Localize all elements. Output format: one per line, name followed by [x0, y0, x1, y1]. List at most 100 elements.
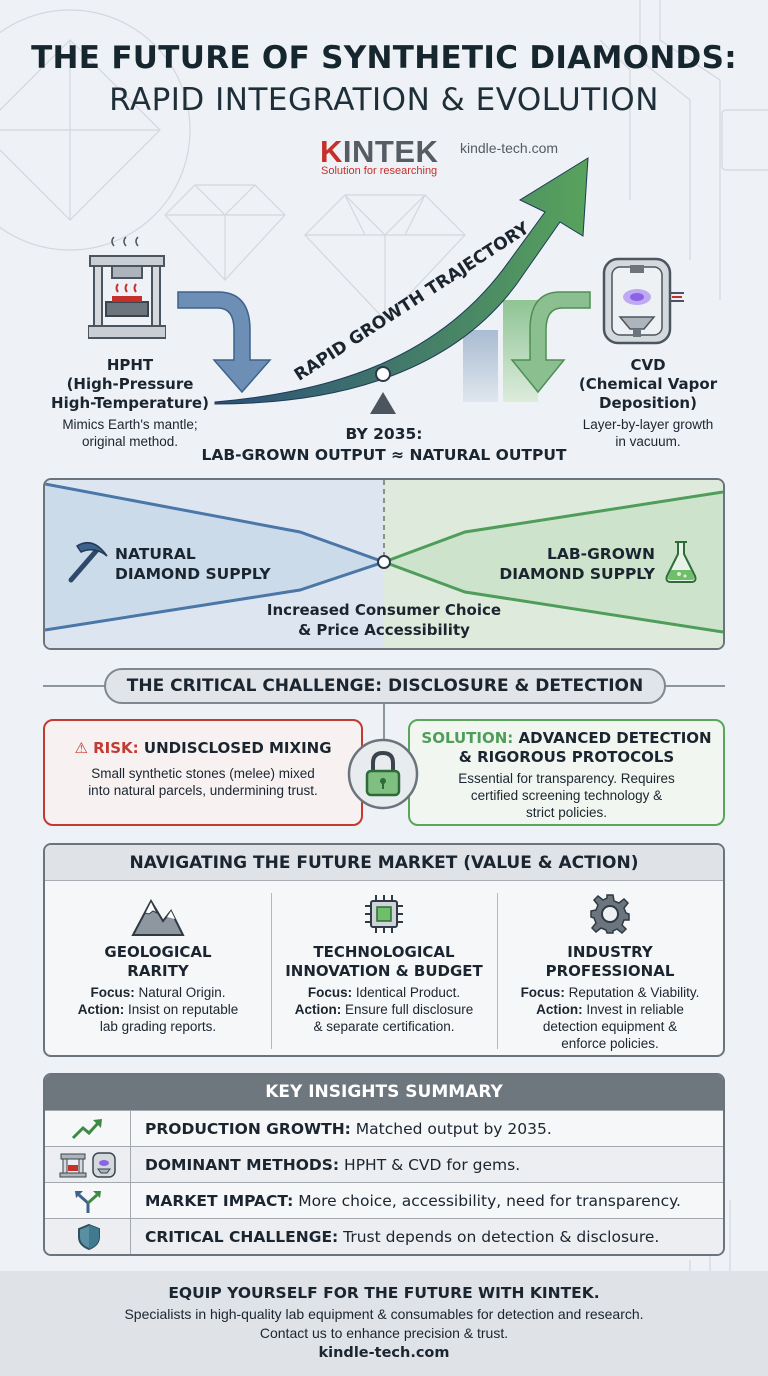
insight-label-1: PRODUCTION GROWTH:: [145, 1120, 351, 1138]
table-row: DOMINANT METHODS: HPHT & CVD for gems.: [45, 1146, 723, 1183]
lab-supply-label-2: DIAMOND SUPPLY: [499, 565, 655, 583]
column-divider-2: [497, 893, 498, 1049]
table-row: PRODUCTION GROWTH: Matched output by 203…: [45, 1110, 723, 1147]
solution-text-3: strict policies.: [525, 805, 608, 820]
milestone-point: [375, 366, 391, 382]
insight-value-3: More choice, accessibility, need for tra…: [298, 1192, 681, 1210]
milestone-line-1: BY 2035:: [345, 425, 423, 443]
nav-title-2a: TECHNOLOGICAL: [313, 943, 455, 961]
insight-value-1: Matched output by 2035.: [355, 1120, 552, 1138]
nav-focus-1: Focus: Natural Origin.: [45, 984, 271, 1001]
key-insights-title: KEY INSIGHTS SUMMARY: [45, 1075, 723, 1110]
milestone-text: BY 2035: LAB-GROWN OUTPUT ≈ NATURAL OUTP…: [190, 424, 578, 466]
cvd-title-3: Deposition): [599, 394, 697, 412]
risk-box: ⚠ RISK: UNDISCLOSED MIXING Small synthet…: [43, 719, 363, 826]
nav-title-3a: INDUSTRY: [567, 943, 653, 961]
lab-supply-line-lower: [383, 560, 723, 634]
nav-column-technological: TECHNOLOGICAL INNOVATION & BUDGET Focus:…: [271, 881, 497, 1055]
footer-website-link[interactable]: kindle-tech.com: [318, 1345, 450, 1361]
supply-panel: NATURAL DIAMOND SUPPLY LAB-GROWN DIAMOND…: [43, 478, 725, 650]
insight-label-4: CRITICAL CHALLENGE:: [145, 1228, 339, 1246]
nav-action-1: Action: Insist on reputable: [45, 1001, 271, 1018]
row-icon-cell: [45, 1111, 131, 1147]
mountain-icon: [131, 898, 185, 936]
logo-k: K: [320, 134, 343, 169]
split-arrows-icon: [75, 1191, 101, 1213]
nav-title-1a: GEOLOGICAL: [104, 943, 212, 961]
table-row: CRITICAL CHALLENGE: Trust depends on det…: [45, 1218, 723, 1254]
insight-label-2: DOMINANT METHODS:: [145, 1156, 340, 1174]
natural-supply-line-upper: [45, 482, 385, 564]
key-insights-panel: KEY INSIGHTS SUMMARY PRODUCTION GROWTH: …: [43, 1073, 725, 1256]
row-icon-cell: [45, 1219, 131, 1254]
connector-line: [383, 704, 385, 744]
lock-icon: [347, 738, 419, 810]
natural-supply-label-1: NATURAL: [115, 545, 196, 563]
nav-action-2: Action: Ensure full disclosure: [271, 1001, 497, 1018]
action-label-3: Action:: [536, 1002, 583, 1017]
action-value-3c: enforce policies.: [561, 1036, 659, 1051]
insight-text-3: MARKET IMPACT: More choice, accessibilit…: [145, 1183, 681, 1219]
page-subtitle: RAPID INTEGRATION & EVOLUTION: [109, 82, 659, 118]
natural-supply-label: NATURAL DIAMOND SUPPLY: [115, 544, 271, 584]
cvd-title-1: CVD: [630, 356, 666, 374]
cvd-title-2: (Chemical Vapor: [578, 375, 718, 393]
risk-text-2: into natural parcels, undermining trust.: [88, 783, 318, 798]
nav-focus-2: Focus: Identical Product.: [271, 984, 497, 1001]
insight-text-4: CRITICAL CHALLENGE: Trust depends on det…: [145, 1219, 659, 1254]
shield-icon: [78, 1223, 100, 1251]
chip-icon: [365, 895, 403, 933]
insight-value-2: HPHT & CVD for gems.: [344, 1156, 521, 1174]
solution-head-1: ADVANCED DETECTION: [518, 729, 712, 747]
action-value-3b: detection equipment &: [542, 1019, 678, 1034]
nav-action-3: Action: Invest in reliable: [497, 1001, 723, 1018]
page-title: THE FUTURE OF SYNTHETIC DIAMONDS:: [31, 40, 737, 76]
table-row: MARKET IMPACT: More choice, accessibilit…: [45, 1182, 723, 1219]
solution-text-1: Essential for transparency. Requires: [458, 771, 675, 786]
warning-icon: ⚠: [74, 739, 94, 757]
focus-value-3: Reputation & Viability.: [568, 985, 700, 1000]
insight-label-3: MARKET IMPACT:: [145, 1192, 294, 1210]
lab-supply-label-1: LAB-GROWN: [546, 545, 655, 563]
cvd-desc-2: in vacuum.: [615, 434, 681, 449]
insight-text-2: DOMINANT METHODS: HPHT & CVD for gems.: [145, 1147, 520, 1183]
footer-description: Specialists in high-quality lab equipmen…: [124, 1306, 644, 1322]
solution-head-2: & RIGOROUS PROTOCOLS: [458, 748, 675, 766]
action-value-2b: & separate certification.: [313, 1019, 455, 1034]
hpht-title-1: HPHT: [106, 356, 154, 374]
milestone-pointer: [370, 392, 396, 414]
focus-value-1: Natural Origin.: [138, 985, 226, 1000]
press-icon: [88, 236, 166, 339]
nav-title-1b: RARITY: [127, 962, 189, 980]
gear-icon: [590, 894, 630, 935]
action-value-1a: Insist on reputable: [127, 1002, 239, 1017]
header-website-link[interactable]: kindle-tech.com: [460, 140, 559, 156]
nav-focus-3: Focus: Reputation & Viability.: [497, 984, 723, 1001]
nav-column-industry: INDUSTRY PROFESSIONAL Focus: Reputation …: [497, 881, 723, 1055]
cvd-desc-1: Layer-by-layer growth: [582, 417, 714, 432]
hpht-desc-2: original method.: [81, 434, 179, 449]
risk-text-1: Small synthetic stones (melee) mixed: [91, 766, 315, 781]
risk-prefix: RISK:: [93, 739, 139, 757]
solution-box: SOLUTION: ADVANCED DETECTION & RIGOROUS …: [408, 719, 725, 826]
growth-trajectory-graphic: [177, 157, 591, 414]
trend-up-icon: [71, 1119, 102, 1140]
solution-prefix: SOLUTION:: [421, 729, 514, 747]
hpht-title-3: High-Temperature): [51, 394, 209, 412]
action-label-2: Action:: [294, 1002, 342, 1017]
kintek-logo[interactable]: KINTEK: [320, 134, 438, 170]
hpht-flow-arrow: [177, 291, 272, 394]
consumer-line-1: Increased Consumer Choice: [266, 601, 502, 619]
navigating-panel: NAVIGATING THE FUTURE MARKET (VALUE & AC…: [43, 843, 725, 1057]
risk-heading: ⚠ RISK: UNDISCLOSED MIXING: [45, 739, 361, 758]
footer-band: [0, 1271, 768, 1376]
nav-title-3b: PROFESSIONAL: [545, 962, 675, 980]
hpht-title-2: (High-Pressure: [66, 375, 194, 393]
consumer-line-2: & Price Accessibility: [298, 621, 470, 639]
growth-arrow: [214, 157, 589, 405]
action-value-1b: lab grading reports.: [99, 1019, 217, 1034]
natural-supply-label-2: DIAMOND SUPPLY: [115, 565, 271, 583]
risk-head: UNDISCLOSED MIXING: [143, 739, 332, 757]
focus-label-2: Focus:: [307, 985, 353, 1000]
natural-bar: [463, 330, 498, 402]
